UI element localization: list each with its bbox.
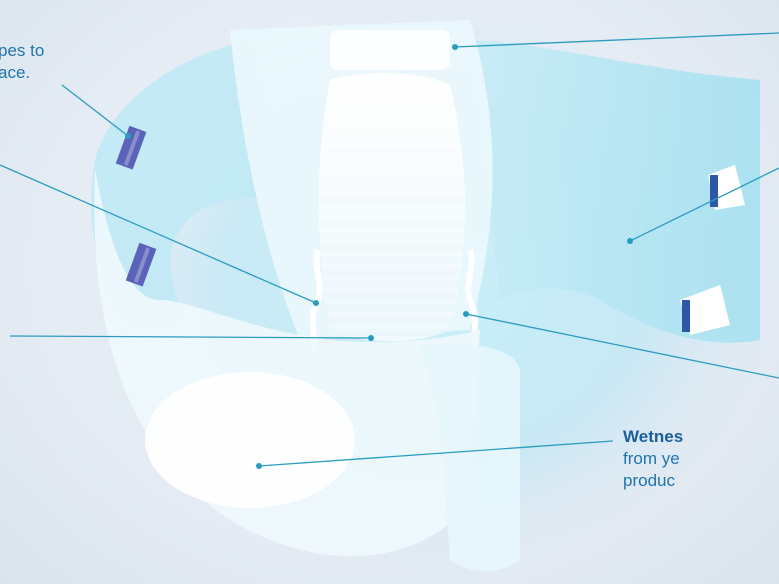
callout-tapes-line1: pes to [0,40,44,62]
callout-wetness-line1: from ye [623,448,683,470]
callout-tapes: pes to ace. [0,40,44,84]
callout-tapes-line2: ace. [0,62,44,84]
callout-wetness: Wetnes from ye produc [623,426,683,492]
callout-wetness-title: Wetnes [623,426,683,448]
callout-wetness-line2: produc [623,470,683,492]
